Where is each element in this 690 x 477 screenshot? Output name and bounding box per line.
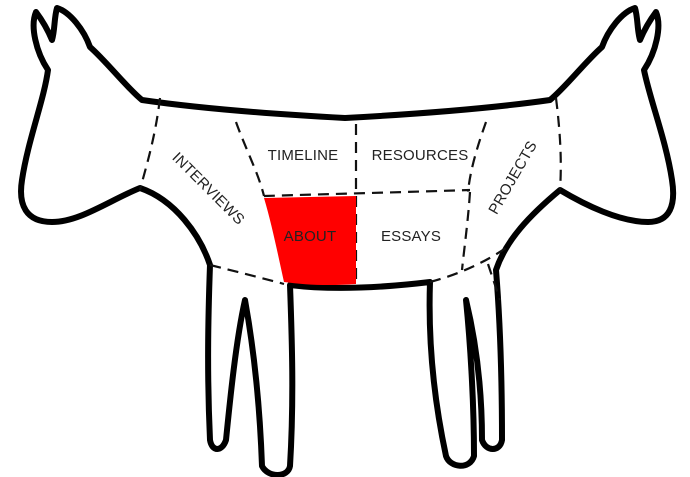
- section-resources[interactable]: [356, 122, 486, 196]
- section-essays[interactable]: [356, 192, 470, 284]
